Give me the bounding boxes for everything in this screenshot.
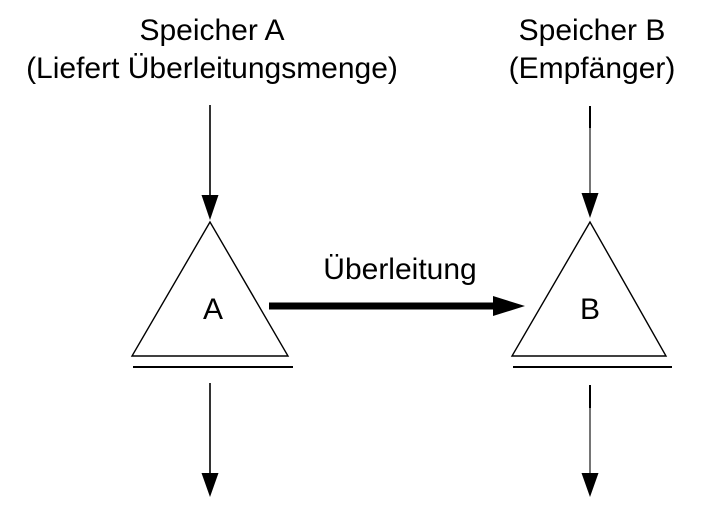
speicher-a-heading: Speicher A (Liefert Überleitungsmenge)	[12, 12, 412, 88]
speicher-a-title: Speicher A	[139, 14, 285, 47]
speicher-a-subtitle: (Liefert Überleitungsmenge)	[26, 52, 398, 85]
down-arrow-icon	[581, 385, 599, 497]
reservoir-a-triangle	[130, 220, 290, 357]
reservoir-a-label: A	[202, 293, 223, 326]
transfer-arrow-arrowhead	[493, 296, 525, 316]
reservoir-b-label: B	[579, 293, 600, 326]
outflow-b-arrowhead	[581, 473, 599, 497]
down-arrow-icon	[581, 106, 599, 218]
speicher-b-subtitle: (Empfänger)	[508, 52, 676, 85]
inflow-a-arrowhead	[201, 195, 219, 220]
down-arrow-icon	[201, 383, 219, 497]
down-arrow-icon	[201, 105, 219, 220]
transfer-label: Überleitung	[323, 253, 477, 286]
reservoir-b-triangle	[510, 220, 668, 357]
outflow-a-arrowhead	[201, 473, 219, 497]
inflow-b-arrowhead	[581, 193, 599, 218]
speicher-b-heading: Speicher B (Empfänger)	[467, 12, 714, 88]
speicher-b-title: Speicher B	[518, 14, 666, 47]
right-arrow-icon	[269, 296, 525, 316]
